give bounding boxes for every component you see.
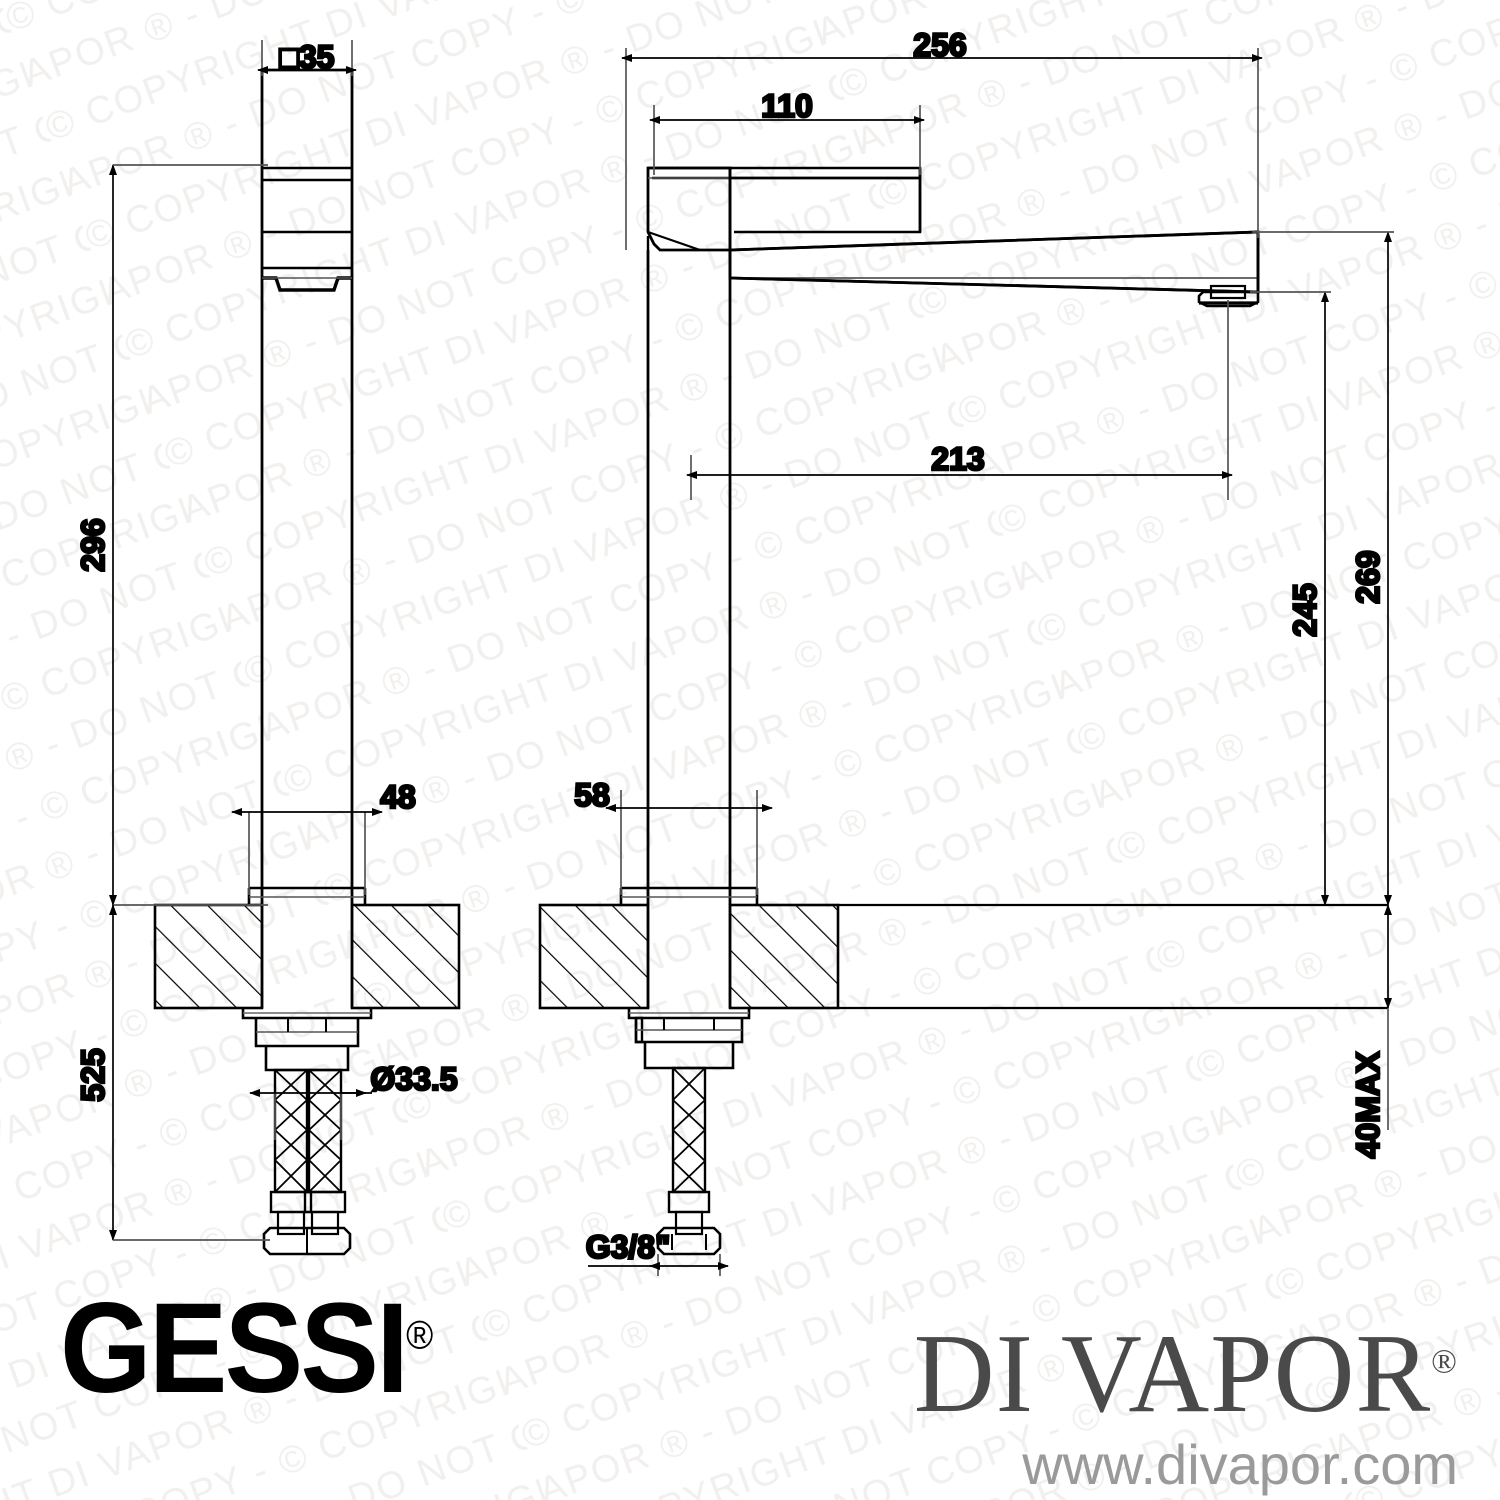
divapor-url[interactable]: www.divapor.com: [1022, 1433, 1458, 1496]
divapor-wordmark: DI VAPOR: [913, 1312, 1432, 1436]
divapor-registered-icon: ®: [1431, 1343, 1458, 1381]
gessi-wordmark: GESSI: [60, 1277, 409, 1420]
divapor-logo: DI VAPOR® www.divapor.com: [914, 1318, 1458, 1497]
gessi-registered-icon: ®: [406, 1313, 434, 1358]
gessi-logo: GESSI®: [60, 1285, 433, 1413]
divapor-wordmark-row: DI VAPOR®: [914, 1318, 1458, 1430]
